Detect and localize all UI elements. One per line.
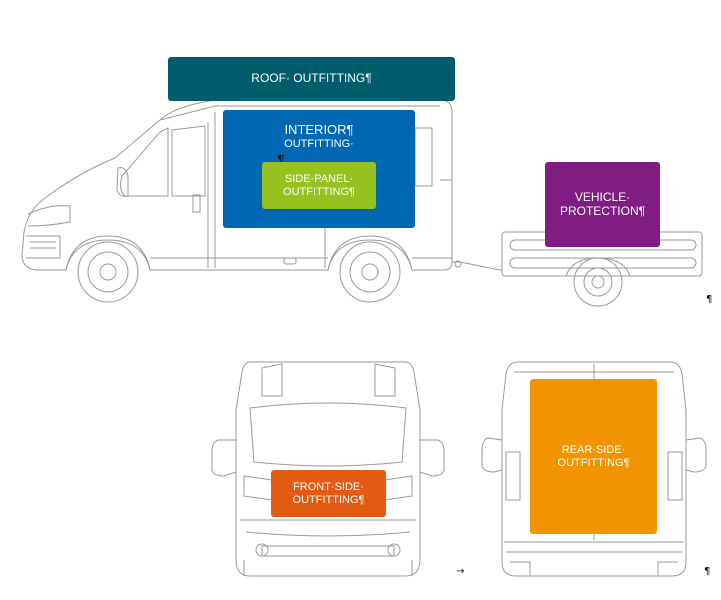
front-side-outfitting-label: FRONT·SIDE· OUTFITTING¶ (271, 470, 386, 517)
roof-outfitting-label: ROOF· OUTFITTING¶ (168, 57, 455, 101)
side-panel-outfitting-text: SIDE·PANEL· OUTFITTING¶ (283, 172, 355, 198)
rear-side-outfitting-text: REAR·SIDE· OUTFITTING¶ (557, 443, 630, 469)
tab-arrow-mark: → (456, 566, 465, 577)
van-front-view (211, 361, 445, 577)
vehicle-protection-text: VEHICLE· PROTECTION¶ (559, 189, 646, 218)
interior-outfitting-line2: OUTFITTING· (284, 138, 354, 150)
front-side-outfitting-text: FRONT·SIDE· OUTFITTING¶ (292, 480, 365, 506)
paragraph-mark-top-right: ¶ (706, 294, 713, 305)
vehicle-protection-label: VEHICLE· PROTECTION¶ (545, 162, 660, 247)
side-panel-outfitting-label: SIDE·PANEL· OUTFITTING¶ (262, 162, 376, 209)
interior-outfitting-line1: INTERIOR¶ (284, 122, 354, 137)
roof-outfitting-text: ROOF· OUTFITTING¶ (251, 71, 372, 86)
van-side-view (21, 99, 501, 303)
paragraph-mark-bottom-right: ¶ (704, 566, 711, 577)
interior-paragraph-mark: ¶ (277, 152, 285, 167)
rear-side-outfitting-label: REAR·SIDE· OUTFITTING¶ (530, 379, 657, 534)
trailer-side-view (500, 231, 703, 307)
